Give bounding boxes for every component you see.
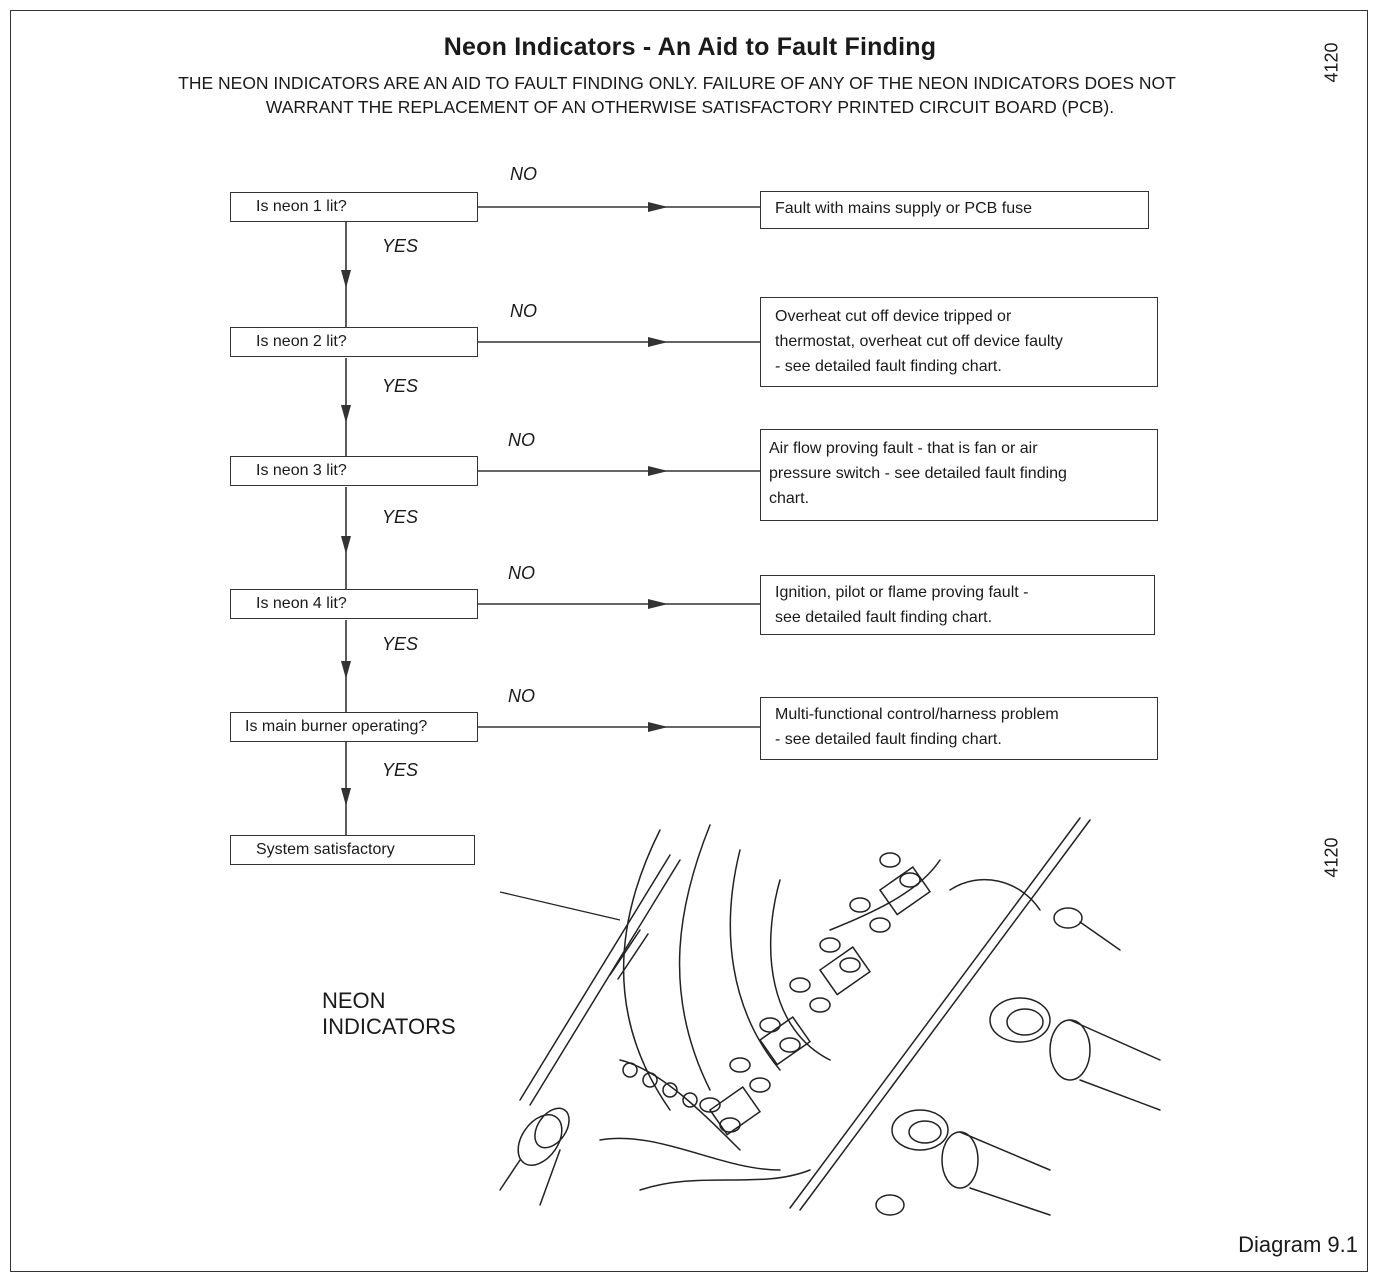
question-box-neon-4: Is neon 4 lit? xyxy=(230,589,478,619)
no-arrow-3 xyxy=(648,466,668,476)
no-label-5: NO xyxy=(508,686,535,706)
control-box-wiring-illustration xyxy=(499,817,1161,1216)
yes-label-1: YES xyxy=(382,236,419,256)
result-box-2: Overheat cut off device tripped or therm… xyxy=(760,297,1158,387)
result-2-line-2: thermostat, overheat cut off device faul… xyxy=(775,333,1063,350)
question-box-neon-1: Is neon 1 lit? xyxy=(230,192,478,222)
neon-indicators-label-line-2: INDICATORS xyxy=(322,1014,456,1039)
result-box-5: Multi-functional control/harness problem… xyxy=(760,697,1158,760)
yes-arrow-5 xyxy=(341,788,351,806)
warning-line-1: THE NEON INDICATORS ARE AN AID TO FAULT … xyxy=(178,73,1176,93)
question-box-neon-3: Is neon 3 lit? xyxy=(230,456,478,486)
result-box-4: Ignition, pilot or flame proving fault -… xyxy=(760,575,1155,635)
result-3-line-3: chart. xyxy=(769,490,810,507)
no-label-2: NO xyxy=(510,301,537,321)
yes-label-4: YES xyxy=(382,634,419,654)
no-label-1: NO xyxy=(510,164,537,184)
diagram-title: Neon Indicators - An Aid to Fault Findin… xyxy=(443,33,937,61)
yes-label-2: YES xyxy=(382,376,419,396)
result-2-line-1: Overheat cut off device tripped or xyxy=(775,308,1012,325)
yes-arrow-1 xyxy=(341,270,351,288)
neon-indicators-label-line-1: NEON xyxy=(322,988,386,1013)
final-box-system-satisfactory: System satisfactory xyxy=(230,835,475,865)
yes-label-3: YES xyxy=(382,507,419,527)
yes-arrow-4 xyxy=(341,661,351,679)
no-arrow-5 xyxy=(648,722,668,732)
question-box-main-burner: Is main burner operating? xyxy=(230,712,478,742)
question-box-neon-2: Is neon 2 lit? xyxy=(230,327,478,357)
no-arrow-1 xyxy=(648,202,668,212)
no-label-3: NO xyxy=(508,430,535,450)
result-5-line-2: - see detailed fault finding chart. xyxy=(775,731,1002,748)
yes-arrow-3 xyxy=(341,536,351,554)
result-1-line-1: Fault with mains supply or PCB fuse xyxy=(775,200,1032,217)
yes-label-5: YES xyxy=(382,760,419,780)
no-arrow-2 xyxy=(648,337,668,347)
result-4-line-2: see detailed fault finding chart. xyxy=(775,609,993,626)
no-arrow-4 xyxy=(648,599,668,609)
result-5-line-1: Multi-functional control/harness problem xyxy=(775,706,1059,723)
result-3-line-1: Air flow proving fault - that is fan or … xyxy=(769,440,1038,457)
result-box-3: Air flow proving fault - that is fan or … xyxy=(760,429,1158,521)
neon-indicators-label: NEON INDICATORS xyxy=(322,988,456,1040)
result-4-line-1: Ignition, pilot or flame proving fault - xyxy=(775,584,1029,601)
result-2-line-3: - see detailed fault finding chart. xyxy=(775,358,1002,375)
no-label-4: NO xyxy=(508,563,535,583)
diagram-frame xyxy=(10,10,1368,1272)
warning-line-2: WARRANT THE REPLACEMENT OF AN OTHERWISE … xyxy=(265,97,1115,117)
yes-arrow-2 xyxy=(341,405,351,423)
diagram-caption: Diagram 9.1 xyxy=(1238,1232,1358,1257)
result-box-1: Fault with mains supply or PCB fuse xyxy=(760,191,1149,229)
result-3-line-2: pressure switch - see detailed fault fin… xyxy=(769,465,1067,482)
